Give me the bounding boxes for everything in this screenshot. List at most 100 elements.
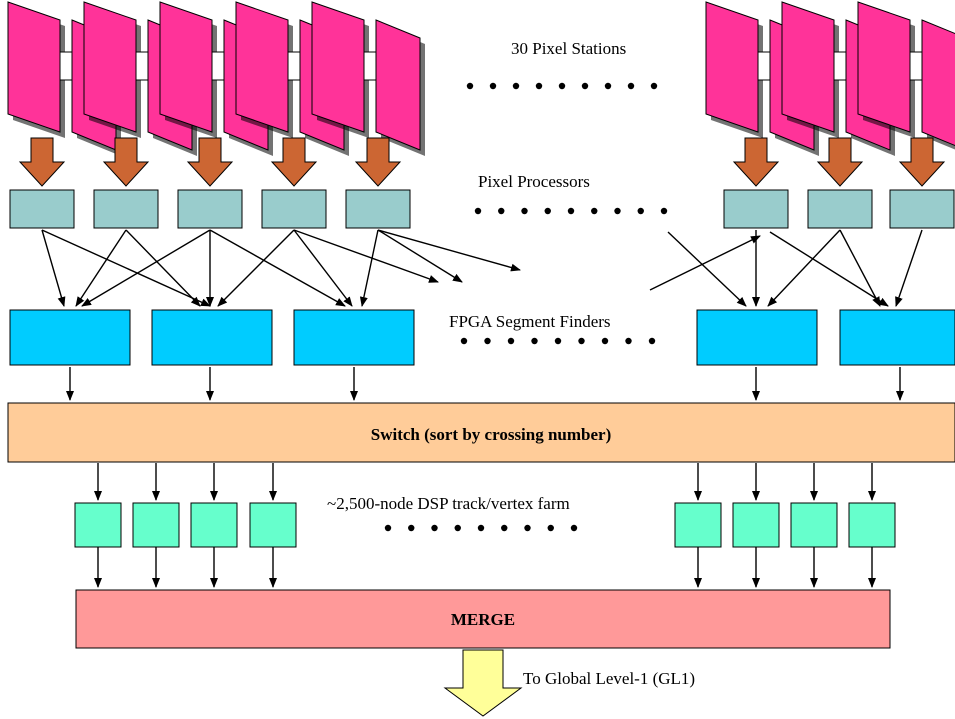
farm-label: ~2,500-node DSP track/vertex farm [327,494,570,513]
fpga-segment-finder [696,309,818,366]
ellipsis-dot [554,337,562,345]
ellipsis-dot [521,207,528,215]
station-notch [757,51,771,81]
ellipsis-dot [454,524,461,532]
fpga-segment-finder [839,309,955,366]
segment-finders-label: FPGA Segment Finders [449,312,611,331]
station-output-arrow [816,137,864,187]
station-output-arrow [18,137,66,187]
station-output-arrow [354,137,402,187]
pixel-processor [345,189,411,229]
connection-arrow [41,229,66,307]
pixel-processor [9,189,75,229]
ellipsis-dots [384,82,668,532]
connections [41,229,923,588]
station-output-arrow [186,137,234,187]
ellipsis-dot [507,337,515,345]
merge-bar [75,589,891,649]
connection-arrow [293,229,439,283]
ellipsis-dot [408,524,415,532]
connection-arrow [75,229,127,307]
dsp-node [249,502,297,548]
processors-label: Pixel Processors [478,172,590,191]
dsp-node [790,502,838,548]
station-notch [287,51,301,81]
fpga-segment-finder [151,309,273,366]
ellipsis-dot [489,82,497,90]
pixel-station-plane [705,1,759,133]
ellipsis-dot [627,82,635,90]
ellipsis-dot [477,524,485,532]
station-notch [211,51,225,81]
station-output-arrow [898,137,946,187]
ellipsis-dot [591,207,598,215]
station-notch [833,51,847,81]
pixel-processor [889,189,955,229]
switch-bar [7,402,955,463]
ellipsis-dot [484,337,491,345]
ellipsis-dot [544,207,551,215]
dsp-node [674,502,722,548]
ellipsis-dot [460,337,468,345]
pixel-station-plane [159,1,213,133]
component-boxes [7,137,955,717]
connection-arrow [377,229,521,272]
pixel-processor [807,189,873,229]
ellipsis-dot [660,207,668,215]
ellipsis-dot [501,524,508,532]
stations-label: 30 Pixel Stations [511,39,627,58]
station-notch [135,51,149,81]
ellipsis-dot [637,207,644,215]
connection-arrow [81,229,211,307]
ellipsis-dot [474,207,482,215]
connection-arrow [667,231,747,307]
ellipsis-dot [524,524,531,532]
connection-arrow [769,231,889,307]
pixel-processor [723,189,789,229]
merge-label: MERGE [450,610,516,629]
connection-arrow [359,229,379,307]
ellipsis-dot [581,82,589,90]
pixel-processor [177,189,243,229]
ellipsis-dot [578,337,585,345]
dsp-node [132,502,180,548]
connection-arrow [649,235,761,291]
connection-arrow [217,229,295,307]
ellipsis-dot [512,82,520,90]
ellipsis-dot [531,337,538,345]
output-arrow [443,649,523,717]
ellipsis-dot [650,82,658,90]
connection-arrow [767,229,841,307]
station-output-arrow [270,137,318,187]
pixel-station-plane [7,1,61,133]
station-notch [363,51,377,81]
connection-arrow [41,229,211,307]
station-output-arrow [732,137,780,187]
ellipsis-dot [547,524,554,532]
ellipsis-dot [601,337,609,345]
connection-arrow [895,229,923,307]
fpga-segment-finder [9,309,131,366]
ellipsis-dot [625,337,632,345]
pixel-stations [7,1,955,156]
ellipsis-dot [431,524,438,532]
dsp-node [190,502,238,548]
ellipsis-dot [498,207,505,215]
pixel-processor [261,189,327,229]
connection-arrow [377,229,463,283]
connection-arrow [839,229,881,307]
dsp-node [74,502,122,548]
ellipsis-dot [558,82,566,90]
connection-arrow [293,229,353,307]
ellipsis-dot [604,82,612,90]
ellipsis-dot [567,207,575,215]
ellipsis-dot [384,524,392,532]
pixel-station-plane [83,1,137,133]
ellipsis-dot [614,207,621,215]
dsp-node [732,502,780,548]
ellipsis-dot [535,82,543,90]
switch-label: Switch (sort by crossing number) [370,425,612,444]
pixel-station-plane [311,1,365,133]
pixel-station-plane [857,1,911,133]
